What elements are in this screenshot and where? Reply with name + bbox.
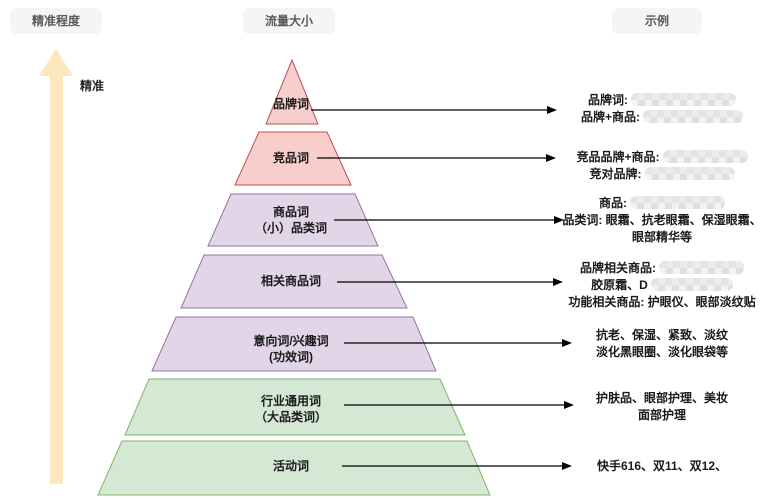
connector-arrowhead-6-icon <box>564 401 574 409</box>
pyramid-label-competitor: 竞品词 <box>166 150 416 166</box>
example-line: 品牌+商品: <box>556 109 768 126</box>
example-text: 竞对品牌: <box>589 167 642 181</box>
connector-arrowhead-1-icon <box>547 106 557 114</box>
header-precision: 精准程度 <box>10 8 102 34</box>
example-line: 淡化黑眼圈、淡化眼袋等 <box>556 344 768 361</box>
example-block-brand: 品牌词: 品牌+商品: <box>556 92 768 126</box>
example-block-product: 商品: 品类词: 眼霜、抗老眼霜、保湿眼霜、 眼部精华等 <box>556 195 768 246</box>
example-text: 品牌+商品: <box>580 110 640 124</box>
example-text: 品牌词: <box>588 93 628 107</box>
example-text: 护肤品、眼部护理、美妆 <box>595 391 728 405</box>
pyramid-label-related: 相关商品词 <box>166 273 416 289</box>
example-block-generic: 护肤品、眼部护理、美妆 面部护理 <box>556 390 768 424</box>
pyramid-label-product: 商品词 （小）品类词 <box>166 204 416 236</box>
example-line: 商品: <box>556 195 768 212</box>
example-text: 抗老、保湿、紧致、淡纹 <box>595 328 728 342</box>
pyramid-label-intent: 意向词/兴趣词 (功效词) <box>166 333 416 365</box>
connector-arrowhead-2-icon <box>546 154 556 162</box>
pyramid-label-brand: 品牌词 <box>166 96 416 112</box>
connector-arrowhead-5-icon <box>562 339 572 347</box>
example-line: 快手616、双11、双12、 <box>556 458 768 475</box>
pyramid-level-2-competitor <box>234 131 352 186</box>
example-text: 快手616、双11、双12、 <box>596 459 728 473</box>
example-line: 护肤品、眼部护理、美妆 <box>556 390 768 407</box>
connector-arrowhead-3-icon <box>554 216 564 224</box>
pyramid-label-campaign: 活动词 <box>166 458 416 474</box>
example-line: 抗老、保湿、紧致、淡纹 <box>556 327 768 344</box>
example-text: 竞品品牌+商品: <box>576 150 660 164</box>
example-text: 淡化黑眼圈、淡化眼袋等 <box>595 345 728 359</box>
example-block-competitor: 竞品品牌+商品: 竞对品牌: <box>556 149 768 183</box>
pyramid-level-5-intent <box>151 316 437 372</box>
pyramid-level-1-brand <box>265 58 319 125</box>
example-line: 品牌词: <box>556 92 768 109</box>
example-line: 胶原霜、D <box>556 277 768 294</box>
pyramid-label-text: 行业通用词 <box>260 394 321 408</box>
example-line: 竞品品牌+商品: <box>556 149 768 166</box>
pyramid-label-text: 商品词 <box>272 205 309 219</box>
example-text: 面部护理 <box>637 408 686 422</box>
header-traffic: 流量大小 <box>243 8 335 34</box>
redacted-block <box>631 93 736 106</box>
connector-arrowhead-7-icon <box>562 462 572 470</box>
pyramid-label-text: （大品类词） <box>254 410 327 424</box>
example-text: 商品: <box>599 196 627 210</box>
pyramid-label-text: （小）品类词 <box>254 221 327 235</box>
example-text: 眼部精华等 <box>631 230 692 244</box>
pyramid-label-generic: 行业通用词 （大品类词） <box>166 393 416 425</box>
redacted-block <box>662 150 748 163</box>
redacted-block <box>644 167 735 180</box>
redacted-block <box>659 261 744 274</box>
pyramid-label-text: 竞品词 <box>272 151 309 165</box>
example-line: 品牌相关商品: <box>556 260 768 277</box>
pyramid-label-text: 意向词/兴趣词 <box>253 334 329 348</box>
example-text: 功能相关商品: 护眼仪、眼部淡纹贴 <box>568 295 756 309</box>
pyramid-label-text: 活动词 <box>272 459 309 473</box>
example-line: 品类词: 眼霜、抗老眼霜、保湿眼霜、 <box>556 212 768 229</box>
example-text: 品类词: 眼霜、抗老眼霜、保湿眼霜、 <box>562 213 762 227</box>
example-block-campaign: 快手616、双11、双12、 <box>556 458 768 475</box>
example-line: 功能相关商品: 护眼仪、眼部淡纹贴 <box>556 294 768 311</box>
redacted-block <box>643 110 743 123</box>
precision-axis-arrowhead-icon <box>39 49 73 76</box>
pyramid-label-text: 品牌词 <box>272 97 309 111</box>
pyramid-level-7-campaign <box>97 440 491 496</box>
example-block-related: 品牌相关商品: 胶原霜、D 功能相关商品: 护眼仪、眼部淡纹贴 <box>556 260 768 311</box>
example-line: 竞对品牌: <box>556 166 768 183</box>
pyramid-label-text: (功效词) <box>269 350 313 364</box>
connector-arrowhead-4-icon <box>553 278 563 286</box>
header-example: 示例 <box>612 8 702 34</box>
example-text: 品牌相关商品: <box>580 261 656 275</box>
example-line: 面部护理 <box>556 407 768 424</box>
example-text: 胶原霜、D <box>591 278 648 292</box>
example-line: 眼部精华等 <box>556 229 768 246</box>
precision-axis-label: 精准 <box>80 79 105 93</box>
precision-axis-shaft <box>50 74 63 484</box>
pyramid-label-text: 相关商品词 <box>260 274 321 288</box>
pyramid-level-6-generic <box>124 378 466 436</box>
pyramid-level-4-related <box>180 254 408 309</box>
pyramid-level-3-product <box>207 193 379 247</box>
redacted-block <box>650 278 733 291</box>
redacted-block <box>630 196 725 209</box>
example-block-intent: 抗老、保湿、紧致、淡纹 淡化黑眼圈、淡化眼袋等 <box>556 327 768 361</box>
